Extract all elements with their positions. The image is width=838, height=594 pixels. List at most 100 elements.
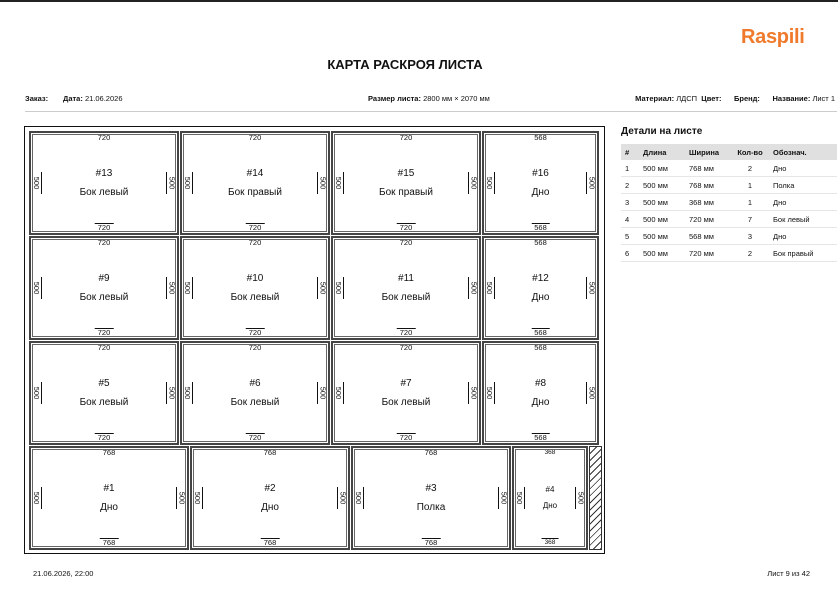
date-label: Дата: <box>63 94 83 103</box>
dimension-line <box>494 172 495 194</box>
part-number: #2 <box>264 483 276 494</box>
part-width-bottom: 720 <box>396 433 416 442</box>
col-header: # <box>621 144 639 160</box>
header-divider <box>25 111 837 112</box>
part-width-bottom: 568 <box>531 328 550 337</box>
part-name: Дно <box>531 292 550 303</box>
part-name: Дно <box>100 502 118 513</box>
table-cell: 500 мм <box>639 193 685 211</box>
part-name: Дно <box>261 502 279 513</box>
part-width-top: 720 <box>399 133 413 142</box>
part-name: Бок левый <box>381 292 431 303</box>
table-cell: 500 мм <box>639 176 685 194</box>
table-cell: Дно <box>769 227 837 245</box>
part-name: Бок левый <box>230 397 280 408</box>
part-width-bottom: 768 <box>99 538 119 547</box>
dimension-line <box>337 487 338 509</box>
part-number: #15 <box>397 168 415 179</box>
table-cell: 768 мм <box>685 176 731 194</box>
table-cell: 500 мм <box>639 160 685 177</box>
dimension-line <box>494 277 495 299</box>
part-number: #3 <box>425 483 437 494</box>
table-cell: 3 <box>621 193 639 211</box>
order-label: Заказ: <box>25 94 49 103</box>
part-name: Бок левый <box>79 292 129 303</box>
top-border <box>0 0 838 2</box>
dimension-line <box>468 382 469 404</box>
part-name: Бок левый <box>79 187 129 198</box>
part-width-top: 768 <box>102 448 116 457</box>
table-cell: 6 <box>621 244 639 262</box>
part-name: Дно <box>542 501 558 510</box>
part-number: #5 <box>98 378 110 389</box>
part-width-top: 368 <box>544 449 556 456</box>
footer-page-number: Лист 9 из 42 <box>767 569 810 578</box>
table-cell: 720 мм <box>685 244 731 262</box>
table-cell: 368 мм <box>685 193 731 211</box>
date-info: Дата: 21.06.2026 <box>63 94 123 103</box>
dimension-line <box>192 172 193 194</box>
table-cell: 1 <box>731 193 769 211</box>
dimension-line <box>166 382 167 404</box>
table-cell: 568 мм <box>685 227 731 245</box>
part-width-top: 720 <box>97 238 111 247</box>
table-cell: 1 <box>621 160 639 177</box>
dimension-line <box>192 382 193 404</box>
part-name: Бок левый <box>381 397 431 408</box>
part-number: #16 <box>532 168 549 179</box>
dimension-line <box>166 172 167 194</box>
dimension-line <box>586 382 587 404</box>
dimension-line <box>363 487 364 509</box>
table-cell: 500 мм <box>639 244 685 262</box>
part-name: Бок правый <box>228 187 282 198</box>
table-cell: Бок правый <box>769 244 837 262</box>
table-cell: Дно <box>769 160 837 177</box>
part-width-top: 720 <box>97 133 111 142</box>
table-cell: 500 мм <box>639 210 685 228</box>
dimension-line <box>41 277 42 299</box>
dimension-line <box>498 487 499 509</box>
part-width-bottom: 720 <box>245 433 265 442</box>
part-width-bottom: 568 <box>531 223 550 232</box>
col-header: Обознач. <box>769 144 837 160</box>
part-width-top: 568 <box>534 238 547 247</box>
part-width-top: 720 <box>248 343 262 352</box>
part-width-bottom: 720 <box>94 223 114 232</box>
page-title: КАРТА РАСКРОЯ ЛИСТА <box>327 57 483 72</box>
dimension-line <box>586 172 587 194</box>
details-title: Детали на листе <box>621 126 703 137</box>
table-cell: 768 мм <box>685 160 731 177</box>
part-name: Бок левый <box>79 397 129 408</box>
part-number: #9 <box>98 273 110 284</box>
part-number: #8 <box>534 378 547 389</box>
